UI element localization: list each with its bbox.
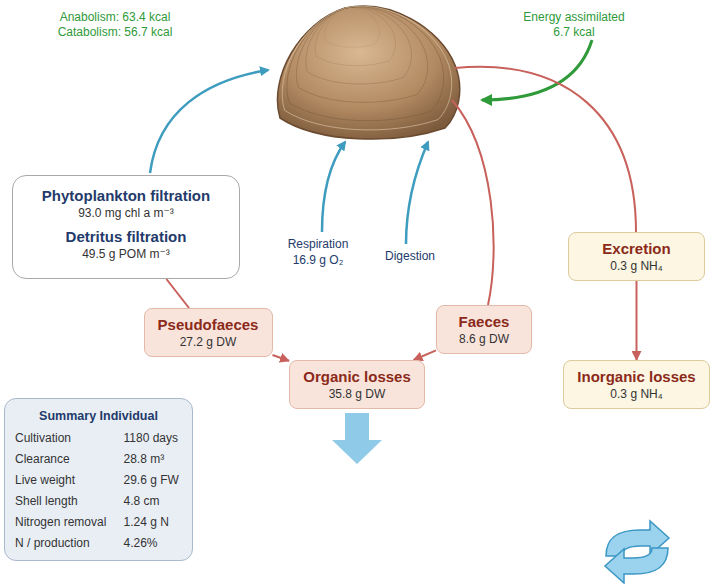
flux-box: Excretion0.3 g NH₄	[568, 232, 705, 281]
box-value: 49.5 g POM m⁻³	[82, 246, 170, 262]
sink-arrow	[332, 413, 382, 464]
process-label: 16.9 g O₂	[293, 253, 344, 268]
box-heading: Phytoplankton filtration	[42, 186, 210, 205]
flux-box: Pseudofaeces27.2 g DW	[144, 308, 273, 357]
flow-connector	[166, 279, 189, 308]
table-key: Nitrogen removal	[15, 513, 110, 531]
box-value: 93.0 mg chl a m⁻³	[78, 205, 174, 221]
box-heading: Pseudofaeces	[158, 315, 259, 334]
clam-illustration	[277, 6, 459, 139]
flow-connector	[273, 355, 290, 361]
table-key: Clearance	[15, 450, 110, 468]
box-heading: Faeces	[459, 312, 510, 331]
box-value: 0.3 g NH₄	[610, 386, 662, 402]
flow-connector	[414, 350, 436, 360]
process-label: Digestion	[385, 249, 435, 264]
table-title: Summary Individual	[39, 407, 158, 425]
table-value: 29.6 g FW	[124, 471, 183, 489]
table-key: Live weight	[15, 471, 110, 489]
intake-arrow	[150, 70, 268, 173]
table-grid: Cultivation 1180 daysClearance 28.8 m³ Live…	[15, 429, 182, 552]
flux-box: Faeces8.6 g DW	[436, 305, 532, 354]
table-value: 1180 days	[124, 429, 183, 447]
flow-connector	[636, 281, 638, 360]
table-key: N / production	[15, 534, 110, 552]
assimilation-arrow	[482, 40, 592, 100]
box-value: 27.2 g DW	[180, 334, 237, 350]
box-heading: Organic losses	[303, 367, 411, 386]
summary-table: Summary IndividualCultivation 1180 daysCl…	[4, 398, 193, 561]
energy-label: Energy assimilated	[523, 10, 624, 25]
box-value: 35.8 g DW	[329, 386, 386, 402]
box-value: 0.3 g NH₄	[610, 258, 662, 274]
box-value: 8.6 g DW	[459, 331, 509, 347]
loss-box: Inorganic losses0.3 g NH₄	[563, 360, 710, 409]
table-value: 1.24 g N	[124, 513, 183, 531]
respiration-arrow	[322, 142, 345, 232]
table-value: 28.8 m³	[124, 450, 183, 468]
table-value: 4.26%	[124, 534, 183, 552]
energy-label: Catabolism: 56.7 kcal	[58, 25, 173, 40]
table-key: Shell length	[15, 492, 110, 510]
process-label: Respiration	[288, 237, 349, 252]
energy-label: 6.7 kcal	[553, 25, 594, 40]
faeces-line	[452, 100, 494, 305]
box-heading: Excretion	[602, 239, 670, 258]
table-key: Cultivation	[15, 429, 110, 447]
loss-box: Organic losses35.8 g DW	[289, 360, 425, 409]
energy-label: Anabolism: 63.4 kcal	[60, 10, 171, 25]
digestion-arrow	[406, 142, 428, 244]
box-heading: Inorganic losses	[577, 367, 695, 386]
input-box: Phytoplankton filtration93.0 mg chl a m⁻…	[12, 175, 240, 279]
excretion-line	[455, 67, 636, 232]
recycle-icon	[605, 521, 669, 583]
box-heading: Detritus filtration	[66, 227, 187, 246]
table-value: 4.8 cm	[124, 492, 183, 510]
